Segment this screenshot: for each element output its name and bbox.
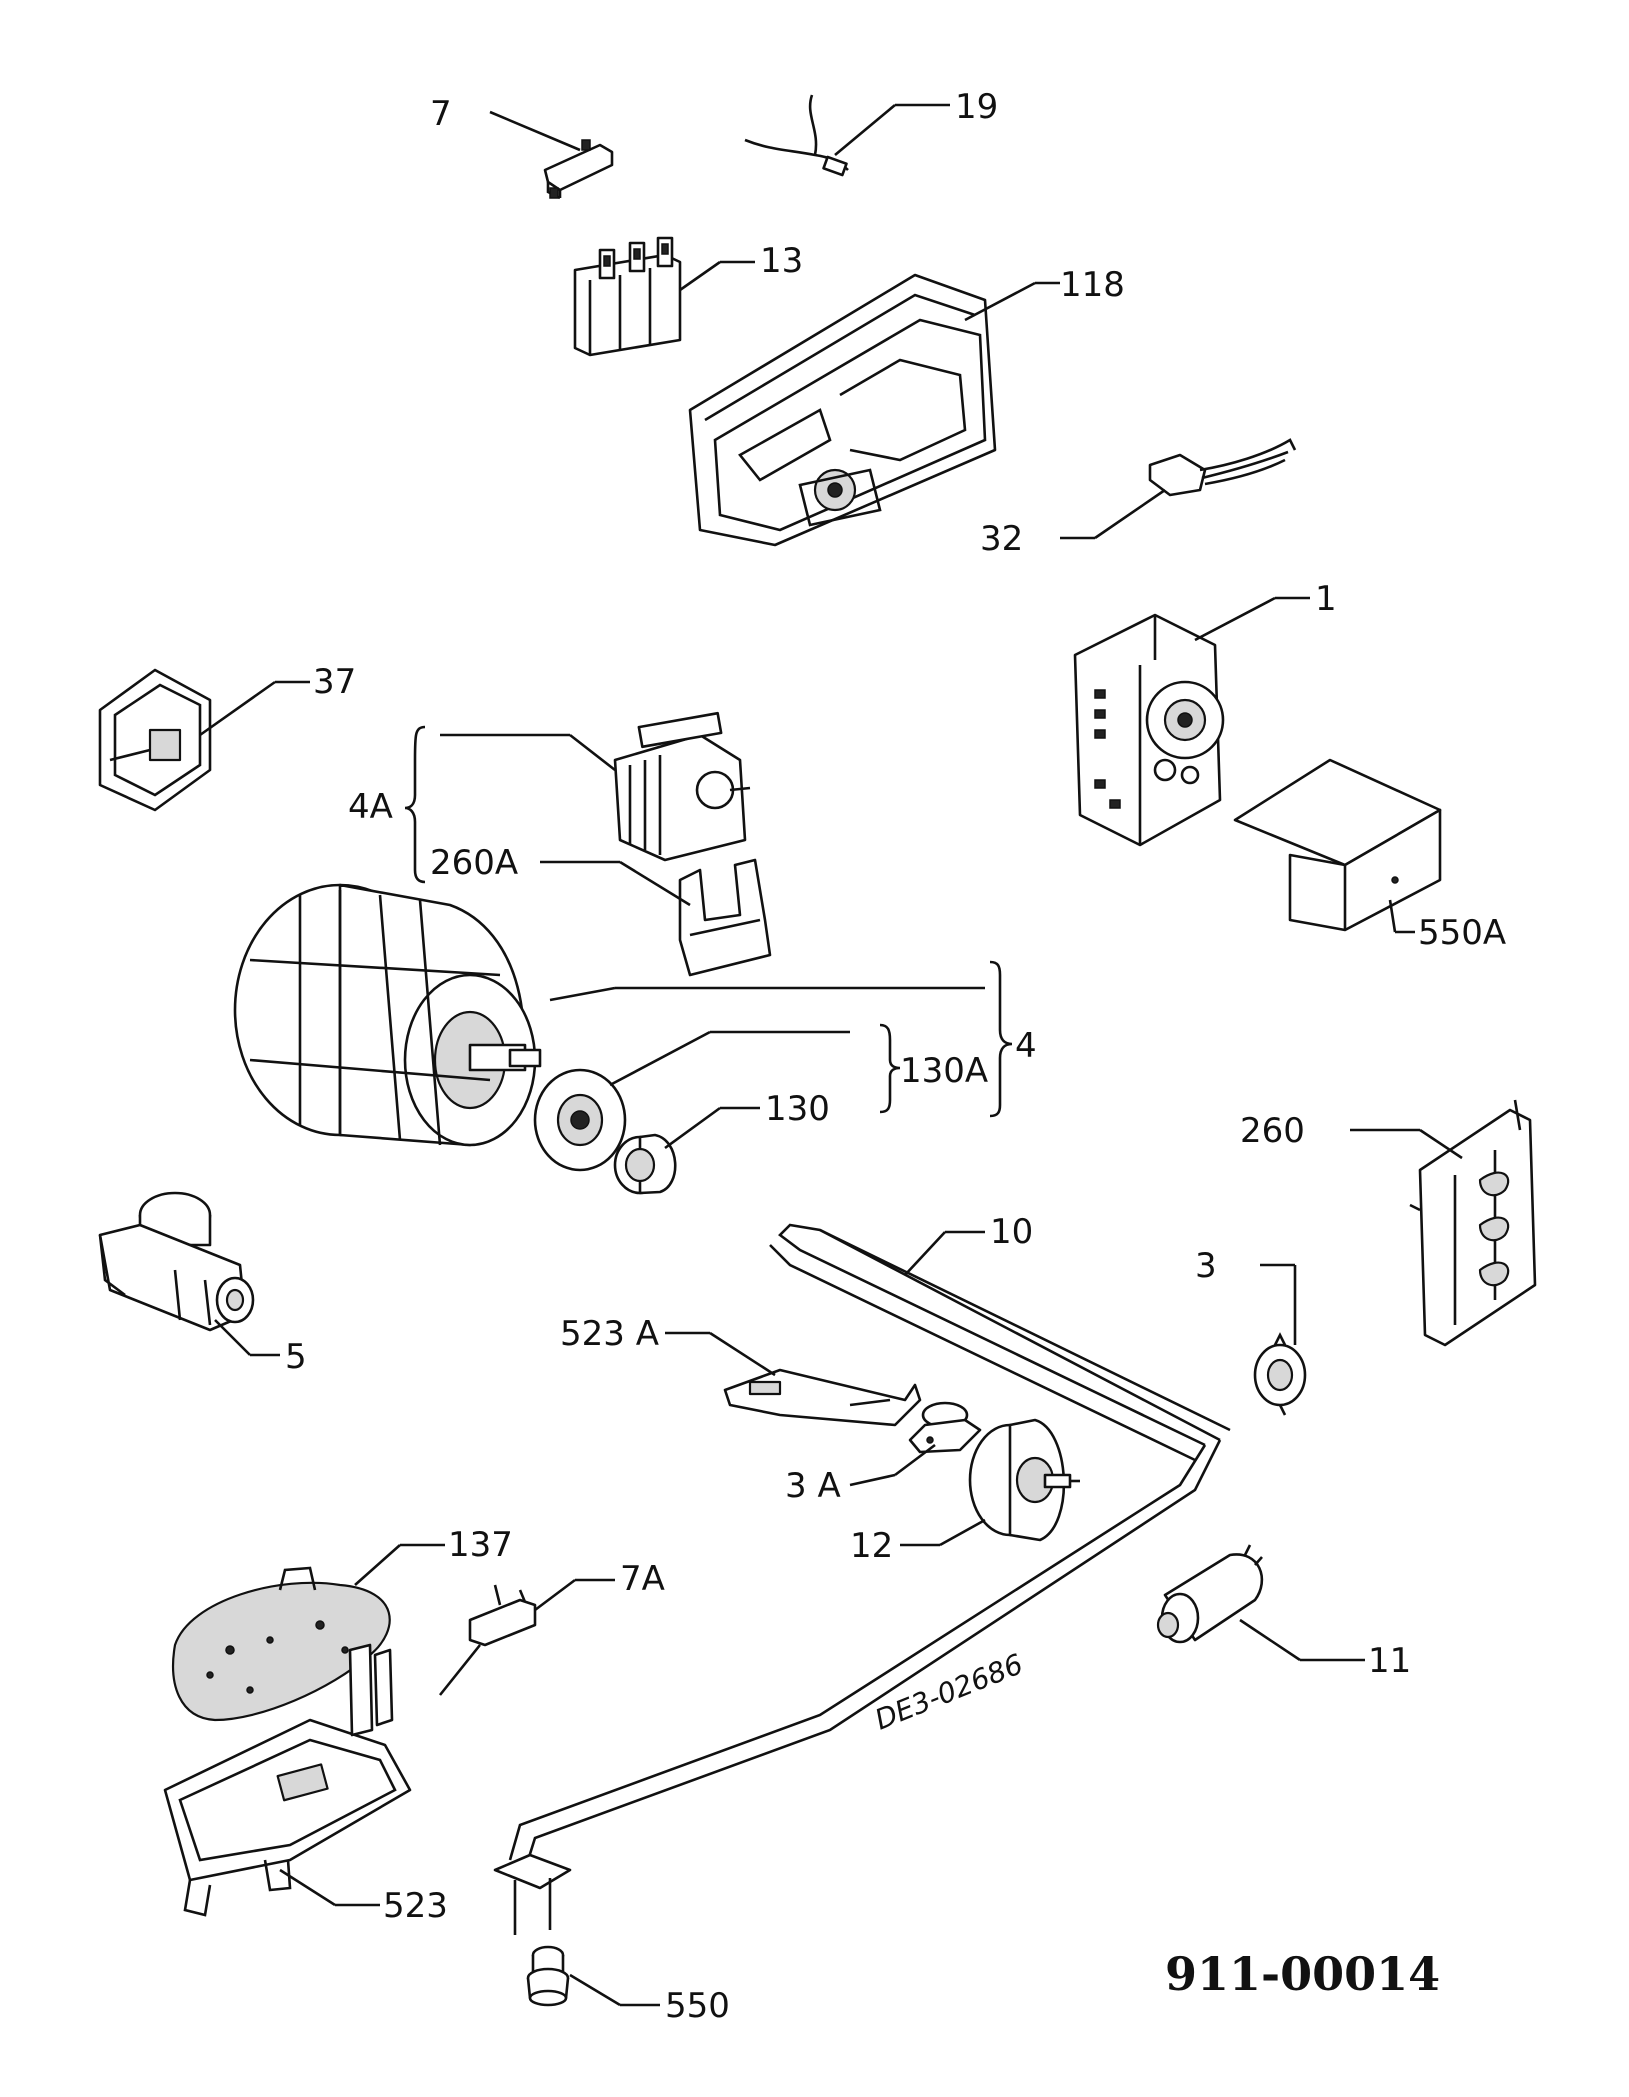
part-523-drawing xyxy=(163,1643,412,1917)
label-13: 13 xyxy=(760,241,803,281)
label-3A: 3 A xyxy=(785,1466,841,1506)
label-130A: 130A xyxy=(900,1051,988,1091)
label-10: 10 xyxy=(990,1212,1033,1252)
part-3-drawing xyxy=(1253,1332,1307,1416)
part-118-drawing xyxy=(688,273,997,547)
drawing-reference-stamp: DE3-02686 xyxy=(870,1647,1027,1736)
part-130A-drawing xyxy=(533,1068,627,1172)
label-7: 7 xyxy=(430,94,452,134)
label-3: 3 xyxy=(1195,1246,1217,1286)
part-10-drawing xyxy=(493,1223,1231,1935)
part-7-drawing xyxy=(543,139,614,200)
label-118: 118 xyxy=(1060,265,1125,305)
part-260A-drawing xyxy=(678,858,772,977)
label-7A: 7A xyxy=(620,1559,665,1599)
label-11: 11 xyxy=(1368,1641,1411,1681)
part-260-drawing xyxy=(1409,1099,1537,1347)
part-13-drawing xyxy=(573,236,682,357)
part-11-drawing xyxy=(1156,1544,1264,1644)
label-523A: 523 A xyxy=(560,1314,659,1354)
part-1-drawing xyxy=(1073,613,1225,847)
part-4A-drawing xyxy=(613,711,751,862)
document-code: 911-00014 xyxy=(1165,1947,1440,2001)
label-550A: 550A xyxy=(1418,913,1506,953)
part-550A-drawing xyxy=(1233,758,1442,932)
label-260A: 260A xyxy=(430,843,518,883)
label-260: 260 xyxy=(1240,1111,1305,1151)
part-12-drawing xyxy=(968,1418,1080,1542)
label-32: 32 xyxy=(980,519,1023,559)
label-37: 37 xyxy=(313,662,356,702)
part-19-drawing xyxy=(744,94,849,177)
part-3A-drawing xyxy=(908,1401,982,1454)
part-32-drawing xyxy=(1148,438,1297,497)
label-12: 12 xyxy=(850,1526,893,1566)
part-5-drawing xyxy=(98,1191,255,1332)
label-19: 19 xyxy=(955,87,998,127)
part-130-drawing xyxy=(613,1133,677,1195)
label-137: 137 xyxy=(448,1525,513,1565)
label-5: 5 xyxy=(285,1337,307,1377)
part-37-drawing xyxy=(98,668,212,812)
label-130: 130 xyxy=(765,1089,830,1129)
label-1: 1 xyxy=(1315,579,1337,619)
label-4: 4 xyxy=(1015,1026,1037,1066)
label-4A: 4A xyxy=(348,787,393,827)
label-523: 523 xyxy=(383,1886,448,1926)
part-7A-drawing xyxy=(438,1584,537,1696)
part-4-drawing xyxy=(233,883,542,1147)
label-550: 550 xyxy=(665,1986,730,2026)
part-550-drawing xyxy=(526,1945,570,2007)
part-523A-drawing xyxy=(723,1368,922,1427)
